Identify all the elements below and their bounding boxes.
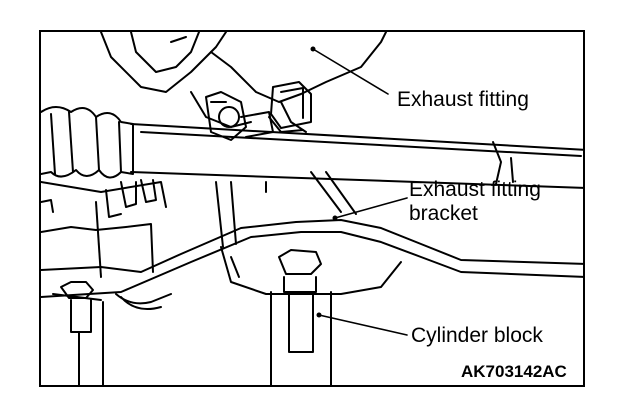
exhaust-pipe: [130, 123, 583, 189]
label-cylinder-block: Cylinder block: [411, 324, 543, 347]
leader-dot-exhaust-fitting: [310, 46, 316, 52]
illustration-frame: Exhaust fitting Exhaust fitting bracket …: [39, 30, 585, 387]
engine-casting-outline: [100, 32, 227, 93]
leader-exhaust-fitting-bracket: [334, 197, 408, 219]
label-exhaust-fitting-bracket-line1: Exhaust fitting: [409, 178, 541, 201]
exhaust-fitting-bracket: [41, 171, 583, 310]
label-exhaust-fitting-bracket-line2: bracket: [409, 202, 478, 225]
pipe-boot: [41, 106, 134, 179]
bracket-support: [220, 246, 402, 295]
left-bolt-cluster: [205, 91, 274, 141]
lower-left-bolt: [52, 281, 104, 385]
exhaust-fitting-bolt: [268, 81, 312, 133]
bracket-plate: [41, 179, 167, 278]
leader-lines: [312, 48, 408, 336]
cylinder-block-bolt: [270, 249, 332, 385]
leader-dot-bracket: [332, 215, 338, 221]
exhaust-bracket-illustration: [41, 32, 583, 385]
leader-exhaust-fitting: [312, 48, 389, 95]
figure-code: AK703142AC: [461, 362, 567, 381]
label-exhaust-fitting: Exhaust fitting: [397, 88, 529, 111]
leader-dot-cylinder-block: [316, 312, 322, 318]
leader-cylinder-block: [318, 314, 408, 336]
